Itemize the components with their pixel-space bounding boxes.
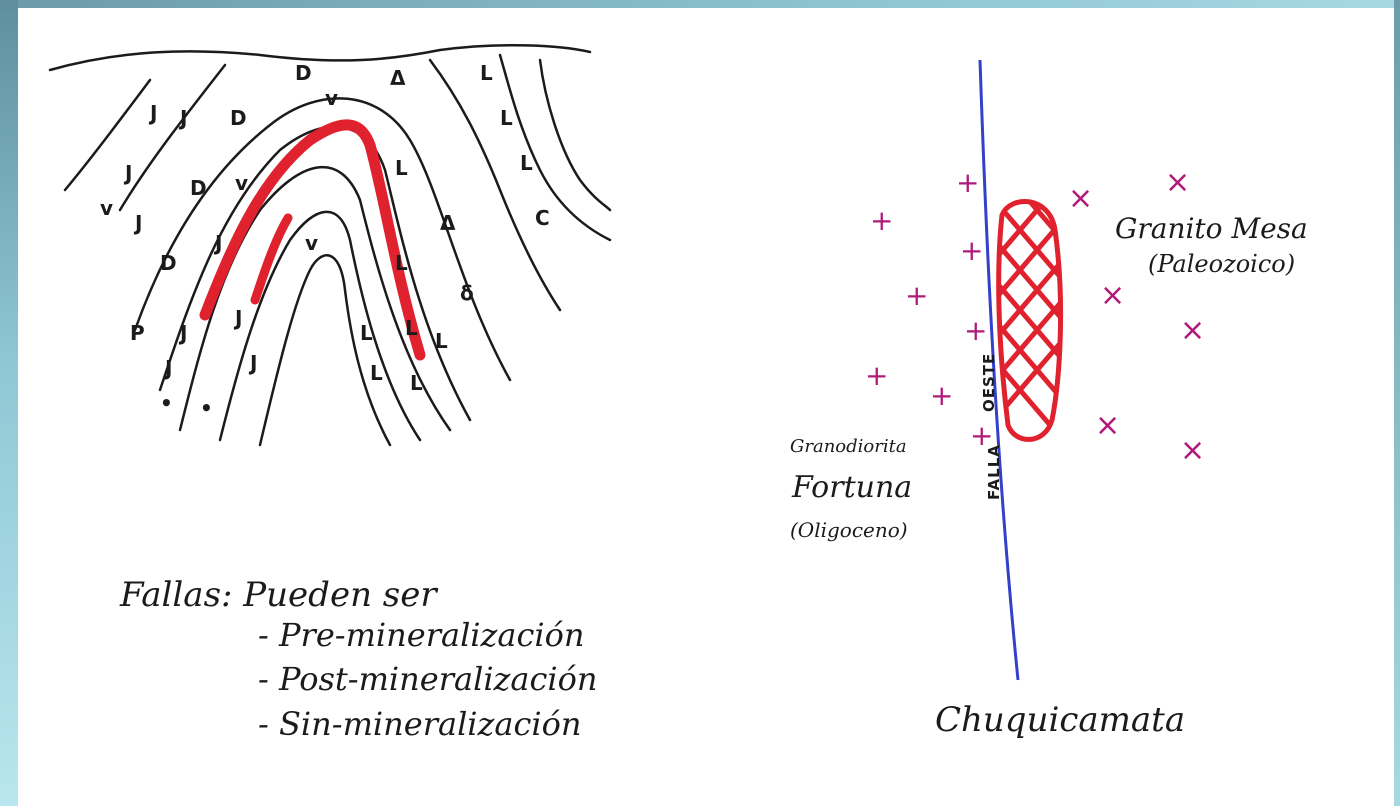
rock-symbol: J bbox=[148, 101, 157, 125]
cross-symbol: × bbox=[1095, 408, 1120, 443]
plus-symbol: + bbox=[930, 379, 953, 412]
fault-name-falla: FALLA bbox=[985, 444, 1003, 500]
rock-symbol: Δ bbox=[440, 211, 456, 235]
rock-symbol: v bbox=[325, 86, 338, 110]
caption-chuquicamata: Chuquicamata bbox=[935, 700, 1185, 740]
plus-symbol: + bbox=[956, 166, 979, 199]
notes-item-sin: - Sin-mineralización bbox=[258, 705, 582, 743]
rock-symbol: J bbox=[163, 356, 172, 380]
cross-symbols: × × × × × × bbox=[1068, 165, 1205, 468]
rock-symbol: v bbox=[100, 196, 113, 220]
rock-symbol: L bbox=[500, 106, 513, 130]
granito-age-label: (Paleozoico) bbox=[1148, 250, 1295, 278]
rock-symbol: • bbox=[160, 391, 173, 415]
cross-symbol: × bbox=[1165, 165, 1190, 200]
ore-band-inner bbox=[255, 218, 288, 300]
plus-symbols: + + + + + + + + bbox=[865, 166, 993, 452]
outer-layer-left bbox=[65, 80, 150, 190]
rock-symbol: L bbox=[405, 316, 418, 340]
rock-symbol: L bbox=[370, 361, 383, 385]
right-layer-2 bbox=[500, 55, 610, 240]
rock-symbol: J bbox=[133, 211, 142, 235]
rock-symbol: L bbox=[360, 321, 373, 345]
window-frame-left bbox=[0, 0, 18, 806]
rock-symbol: P bbox=[130, 321, 145, 345]
notes-title: Fallas: Pueden ser bbox=[120, 575, 437, 615]
notes-item-pre: - Pre-mineralización bbox=[258, 616, 585, 654]
fold-line-1 bbox=[135, 98, 510, 380]
rock-symbol: J bbox=[123, 161, 132, 185]
fold-sketch: D Δ L J J D v L L D J v J v L Δ C D J v … bbox=[40, 30, 640, 460]
cross-symbol: × bbox=[1100, 278, 1125, 313]
rock-symbol: L bbox=[410, 371, 423, 395]
rock-symbol: J bbox=[213, 231, 222, 255]
rock-symbol: D bbox=[295, 61, 312, 85]
fault-sketch: + + + + + + + + × × × × × × bbox=[760, 40, 1360, 700]
rock-symbol: δ bbox=[460, 281, 474, 305]
plus-symbol: + bbox=[865, 359, 888, 392]
rock-symbol: L bbox=[395, 251, 408, 275]
plus-symbol: + bbox=[870, 204, 893, 237]
rock-symbol: D bbox=[190, 176, 207, 200]
rock-symbol: v bbox=[305, 231, 318, 255]
plus-symbol: + bbox=[964, 314, 987, 347]
granodiorita-label: Granodiorita bbox=[790, 436, 907, 457]
cross-symbol: × bbox=[1068, 181, 1093, 216]
fold-line-5 bbox=[260, 255, 390, 445]
granito-label: Granito Mesa bbox=[1115, 212, 1308, 245]
rock-symbol: L bbox=[435, 329, 448, 353]
rock-symbol: Δ bbox=[390, 66, 406, 90]
rock-symbol: J bbox=[178, 321, 187, 345]
plus-symbol: + bbox=[905, 279, 928, 312]
rock-symbols: D Δ L J J D v L L D J v J v L Δ C D J v … bbox=[100, 61, 550, 420]
rock-symbol: L bbox=[520, 151, 533, 175]
fault-name-oeste: OESTE bbox=[980, 353, 998, 412]
rock-symbol: J bbox=[248, 351, 257, 375]
cross-symbol: × bbox=[1180, 433, 1205, 468]
rock-symbol: J bbox=[233, 306, 242, 330]
right-layer-1 bbox=[430, 60, 560, 310]
rock-symbol: L bbox=[480, 61, 493, 85]
notes-item-post: - Post-mineralización bbox=[258, 660, 598, 698]
fortuna-label: Fortuna bbox=[792, 470, 912, 505]
cross-symbol: × bbox=[1180, 313, 1205, 348]
plus-symbol: + bbox=[960, 234, 983, 267]
rock-symbol: • bbox=[200, 396, 213, 420]
rock-symbol: v bbox=[235, 171, 248, 195]
window-frame-top bbox=[0, 0, 1400, 8]
fold-line-2 bbox=[160, 127, 470, 420]
rock-symbol: D bbox=[160, 251, 177, 275]
fortuna-age-label: (Oligoceno) bbox=[790, 518, 908, 542]
rock-symbol: J bbox=[178, 106, 187, 130]
top-surface-line bbox=[50, 45, 590, 70]
rock-symbol: L bbox=[395, 156, 408, 180]
rock-symbol: C bbox=[535, 206, 550, 230]
rock-symbol: D bbox=[230, 106, 247, 130]
window-frame-right bbox=[1394, 0, 1400, 806]
